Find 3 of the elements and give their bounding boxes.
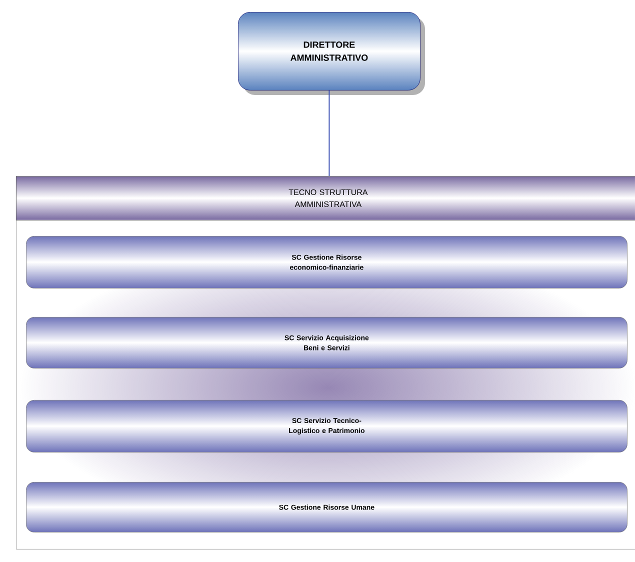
title-box: DIRETTORE AMMINISTRATIVO [238,12,425,95]
connector-line [328,90,330,176]
header-band: TECNO STRUTTURA AMMINISTRATIVA [16,176,635,220]
